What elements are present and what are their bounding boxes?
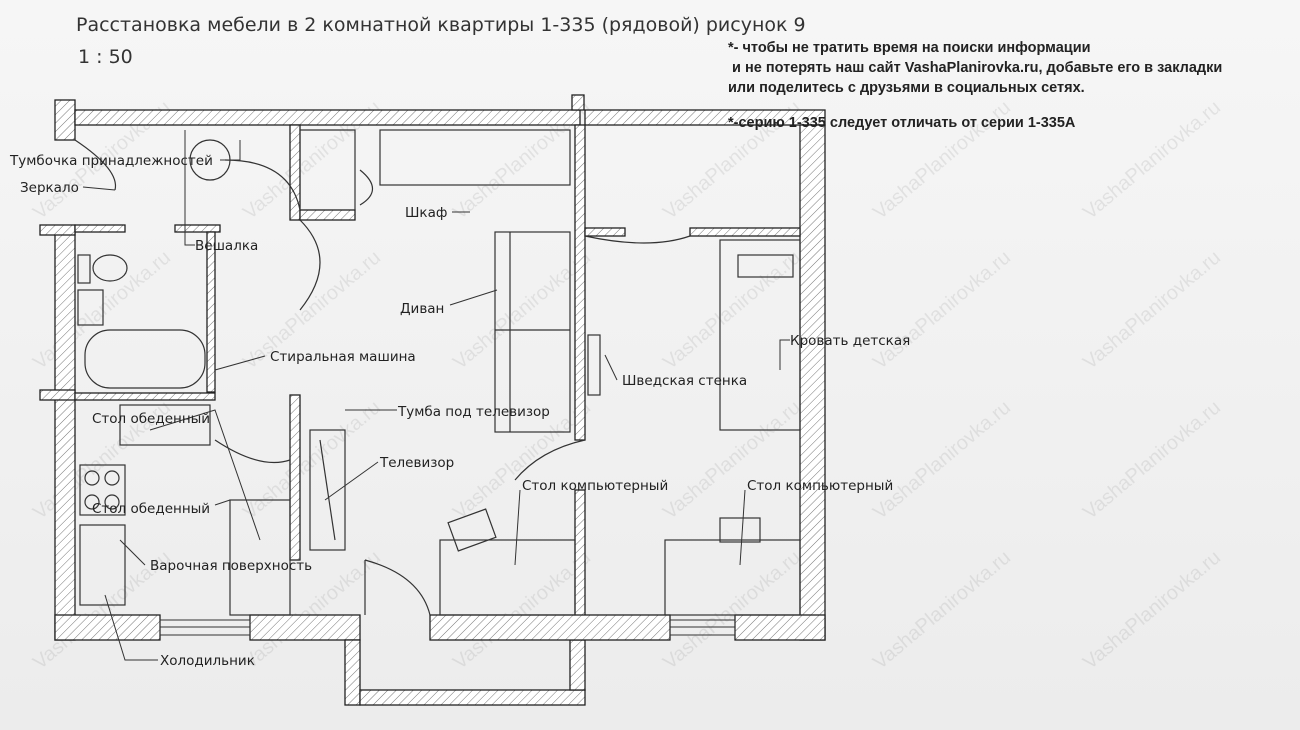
watermark-text: VashaPlanirovka.ru [659,546,805,673]
label-hob: Варочная поверхность [150,558,312,574]
walls [39,94,826,706]
watermark-text: VashaPlanirovka.ru [1079,396,1225,523]
label-desk2: Стол компьютерный [747,478,893,494]
watermark-text: VashaPlanirovka.ru [1079,96,1225,223]
furniture [74,129,801,616]
label-swedish: Шведская стенка [622,373,747,389]
leader-lines [82,130,790,661]
label-wardrobe: Шкаф [405,205,447,221]
watermark-text: VashaPlanirovka.ru [659,246,805,373]
watermark-text: VashaPlanirovka.ru [1079,246,1225,373]
label-sofa: Диван [400,301,444,317]
watermark-text: VashaPlanirovka.ru [449,246,595,373]
note-line-2: и не потерять наш сайт VashaPlanirovka.r… [728,60,1223,76]
watermark-text: VashaPlanirovka.ru [1079,546,1225,673]
note-line-1: *- чтобы не тратить время на поиски инфо… [728,40,1091,56]
label-tvstand: Тумба под телевизор [397,404,550,420]
label-tumba: Тумбочка принадлежностей [9,153,213,169]
watermark-text: VashaPlanirovka.ru [29,246,175,373]
label-fridge: Холодильник [160,653,255,669]
plan-scale: 1 : 50 [78,46,133,68]
label-hanger: Вешалка [195,238,258,254]
label-washer: Стиральная машина [270,349,416,365]
label-kidsbed: Кровать детская [790,333,910,349]
watermark-text: VashaPlanirovka.ru [869,546,1015,673]
label-mirror: Зеркало [20,180,79,196]
note-line-3: или поделитесь с друзьями в социальных с… [728,80,1085,96]
watermark-text: VashaPlanirovka.ru [659,396,805,523]
watermark-text: VashaPlanirovka.ru [869,396,1015,523]
label-tv: Телевизор [379,455,454,471]
watermark-text: VashaPlanirovka.ru [869,246,1015,373]
label-desk1: Стол компьютерный [522,478,668,494]
label-table2: Стол обеденный [92,501,210,517]
watermark-text: VashaPlanirovka.ru [239,396,385,523]
windows [159,619,736,636]
label-table1: Стол обеденный [92,411,210,427]
plan-title: Расстановка мебели в 2 комнатной квартир… [76,14,806,36]
note-line-4: *-серию 1-335 следует отличать от серии … [728,115,1076,131]
